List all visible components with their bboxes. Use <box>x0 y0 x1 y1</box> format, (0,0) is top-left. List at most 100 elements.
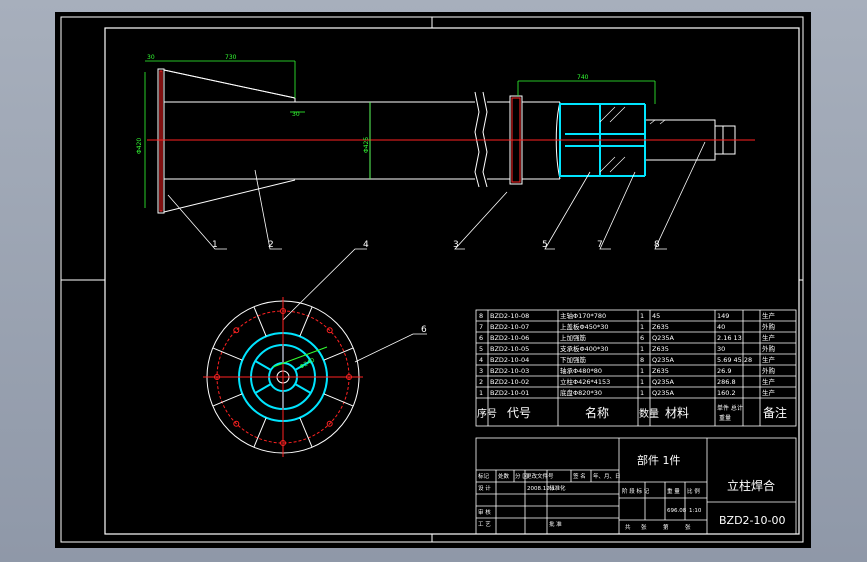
weld-marks <box>559 103 646 177</box>
parts-cell-weight: 2.16 13 <box>717 334 742 342</box>
tb-component: 部件 1件 <box>637 453 681 467</box>
callout-labels: 1 2 3 4 5 7 8 6 <box>212 240 660 335</box>
parts-cell-note: 生产 <box>762 311 776 320</box>
parts-header-code: 代号 <box>507 406 531 420</box>
outer-frame <box>60 16 804 543</box>
parts-cell-material: Q235A <box>652 334 675 342</box>
dim-740: 740 <box>577 74 589 81</box>
upper-rib-spoke <box>254 383 272 394</box>
parts-cell-qty: 1 <box>640 389 644 397</box>
parts-cell-name: 轴承Φ480*80 <box>560 366 602 375</box>
tb-weight-value: 696.08 <box>667 508 687 514</box>
bearing-ring-color <box>511 97 521 183</box>
upper-rib-spoke <box>294 360 312 371</box>
bolt-hole <box>233 327 240 334</box>
parts-cell-no: 2 <box>479 378 483 386</box>
drawing-sheet: 30 730 30 740 Φ420 Φ425 1 2 3 4 5 7 8 6 <box>55 12 811 548</box>
tb-drawing-no: BZD2-10-00 <box>719 514 785 527</box>
title-block-text: 标记 处数 分 区 更改文件号 签 名 年、月、日 设 计 2008.12.1 … <box>478 453 785 531</box>
parts-cell-qty: 8 <box>640 356 644 364</box>
parts-header-name: 名称 <box>585 405 609 420</box>
tb-zone: 分 区 <box>515 472 528 480</box>
parts-cell-code: BZD2-10-06 <box>490 334 529 342</box>
lower-rib-spoke <box>323 347 354 361</box>
parts-cell-weight: 149 <box>717 312 729 320</box>
parts-cell-material: Q235A <box>652 389 675 397</box>
parts-cell-weight: 160.2 <box>717 389 736 397</box>
parts-header-no: 序号 <box>477 407 497 420</box>
base-plate <box>157 68 165 214</box>
dim-phi425: Φ425 <box>363 137 370 153</box>
parts-cell-qty: 1 <box>640 345 644 353</box>
parts-cell-material: Z635 <box>652 345 669 353</box>
lower-rib-spoke <box>212 393 243 407</box>
parts-cell-code: BZD2-10-01 <box>490 389 529 397</box>
lower-rib-spoke <box>299 306 313 337</box>
parts-cell-code: BZD2-10-07 <box>490 323 529 331</box>
lower-rib-spoke <box>299 417 313 448</box>
parts-header-note: 备注 <box>763 405 787 420</box>
callout-2: 2 <box>268 240 274 250</box>
tb-review: 审 核 <box>478 508 491 516</box>
callout-7: 7 <box>597 240 603 250</box>
parts-cell-material: 45 <box>652 312 660 320</box>
tb-approve: 批 准 <box>549 520 562 528</box>
parts-cell-name: 上加强筋 <box>560 333 587 342</box>
parts-cell-note: 生产 <box>762 355 776 364</box>
callout-5: 5 <box>542 240 548 250</box>
parts-cell-name: 支承板Φ400*30 <box>560 344 609 353</box>
parts-cell-material: Q235A <box>652 378 675 386</box>
parts-cell-qty: 1 <box>640 378 644 386</box>
tb-count: 处数 <box>498 472 510 480</box>
dim-phi420: Φ420 <box>136 138 143 154</box>
parts-cell-qty: 6 <box>640 334 644 342</box>
front-view <box>157 68 736 214</box>
parts-cell-name: 下加强筋 <box>560 355 587 364</box>
parts-cell-note: 生产 <box>762 388 776 397</box>
parts-cell-weight: 286.8 <box>717 378 736 386</box>
lower-rib-spoke <box>253 417 267 448</box>
parts-cell-weight: 40 <box>717 323 725 331</box>
callout-3: 3 <box>453 240 459 250</box>
parts-cell-note: 外购 <box>762 366 776 375</box>
upper-rib-spoke <box>294 383 312 394</box>
drawing-canvas: 30 730 30 740 Φ420 Φ425 1 2 3 4 5 7 8 6 <box>60 16 804 543</box>
parts-cell-weight: 26.9 <box>717 367 731 375</box>
bolt-hole <box>326 327 333 334</box>
tb-signature: 签 名 <box>573 472 586 480</box>
tb-change-doc: 更改文件号 <box>526 472 554 480</box>
tb-design-date: 2008.12.1 <box>527 486 555 492</box>
parts-cell-no: 5 <box>479 345 483 353</box>
dim-30b: 30 <box>292 111 300 118</box>
parts-cell-qty: 1 <box>640 323 644 331</box>
parts-cell-note: 外购 <box>762 322 776 331</box>
parts-cell-no: 3 <box>479 367 483 375</box>
parts-cell-name: 底盘Φ820*30 <box>560 388 602 397</box>
top-view: Φ240 <box>203 297 363 457</box>
parts-header-material: 材料 <box>665 406 689 420</box>
parts-cell-code: BZD2-10-05 <box>490 345 529 353</box>
tb-sheets-total: 共 <box>625 523 631 531</box>
parts-cell-no: 1 <box>479 389 483 397</box>
parts-cell-code: BZD2-10-04 <box>490 356 529 364</box>
callout-1: 1 <box>212 240 218 250</box>
parts-cell-weight: 30 <box>717 345 725 353</box>
title-block <box>475 437 797 535</box>
lower-rib <box>163 179 296 213</box>
parts-cell-material: Z635 <box>652 323 669 331</box>
bolt-hole <box>233 420 240 427</box>
base-plate-color <box>159 70 163 212</box>
tb-std: 标准化 <box>549 484 566 492</box>
parts-cell-code: BZD2-10-02 <box>490 378 529 386</box>
parts-cell-no: 6 <box>479 334 483 342</box>
upper-rib-spoke <box>254 360 272 371</box>
dimension-texts: 30 730 30 740 Φ420 Φ425 <box>136 54 589 154</box>
lower-rib-spoke <box>253 306 267 337</box>
parts-cell-qty: 1 <box>640 367 644 375</box>
parts-cell-name: 上盖板Φ450*30 <box>560 322 609 331</box>
dim-730: 730 <box>225 54 237 61</box>
parts-header-qty: 数量 <box>639 407 659 420</box>
tb-mark: 标记 <box>478 472 490 480</box>
